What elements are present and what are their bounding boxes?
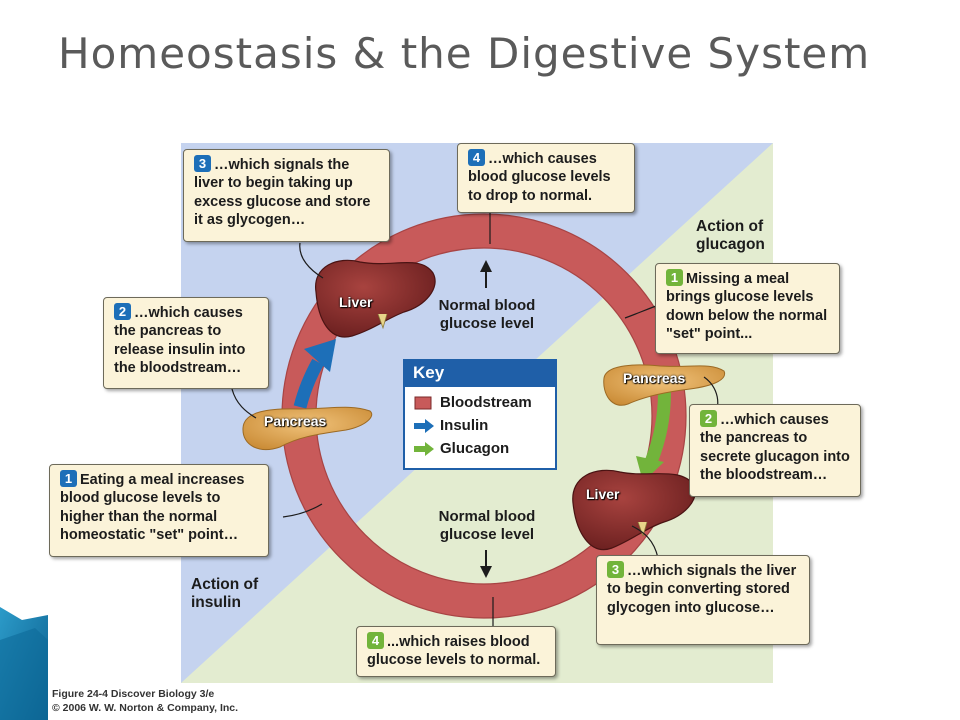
key-label: Insulin	[440, 417, 489, 434]
liver-top-label: Liver	[339, 294, 373, 310]
figure-caption: Figure 24-4 Discover Biology 3/e © 2006 …	[52, 688, 238, 715]
glucagon-step-2-callout: 2…which causes the pancreas to secrete g…	[689, 404, 861, 497]
step-number-badge: 2	[700, 410, 717, 427]
key-label: Bloodstream	[440, 394, 532, 411]
callout-text: ...which raises blood glucose levels to …	[367, 634, 541, 669]
liver-bottom-label: Liver	[586, 486, 620, 502]
pancreas-right-icon	[603, 364, 726, 406]
insulin-arrow	[293, 358, 324, 409]
step-number-badge: 4	[468, 149, 485, 166]
step-number-badge: 1	[60, 470, 77, 487]
insulin-step-2-callout: 2…which causes the pancreas to release i…	[103, 297, 269, 389]
glucagon-step-3-callout: 3…which signals the liver to begin conve…	[596, 555, 810, 645]
insulin-arrow-icon	[414, 419, 434, 433]
step-number-badge: 3	[607, 561, 624, 578]
slide-title: Homeostasis & the Digestive System	[58, 29, 871, 78]
callout-text: …which causes the pancreas to release in…	[114, 305, 246, 377]
callout-text: …which signals the liver to begin taking…	[194, 157, 371, 229]
callout-text: …which causes blood glucose levels to dr…	[468, 151, 611, 204]
caption-line-2: © 2006 W. W. Norton & Company, Inc.	[52, 701, 239, 714]
bloodstream-swatch-icon	[414, 396, 432, 410]
diagram-key: Key Bloodstream Insulin Glucagon	[403, 359, 557, 470]
glucose-level-top-label: Normal blood glucose level	[438, 297, 536, 332]
step-number-badge: 1	[666, 269, 683, 286]
callout-text: …which signals the liver to begin conver…	[607, 563, 797, 616]
key-item-insulin: Insulin	[405, 414, 555, 437]
insulin-step-3-callout: 3…which signals the liver to begin takin…	[183, 149, 390, 242]
key-title: Key	[405, 361, 555, 387]
insulin-step-4-callout: 4…which causes blood glucose levels to d…	[457, 143, 635, 213]
step-number-badge: 3	[194, 155, 211, 172]
action-of-insulin-label: Action of insulin	[191, 576, 259, 611]
liver-bottom-icon	[572, 469, 696, 551]
callout-text: Eating a meal increases blood glucose le…	[60, 472, 245, 544]
pancreas-left-label: Pancreas	[264, 413, 327, 429]
step-number-badge: 2	[114, 303, 131, 320]
step-number-badge: 4	[367, 632, 384, 649]
glucagon-step-4-callout: 4...which raises blood glucose levels to…	[356, 626, 556, 677]
key-item-bloodstream: Bloodstream	[405, 391, 555, 414]
key-item-glucagon: Glucagon	[405, 437, 555, 460]
glucagon-arrow-icon	[414, 442, 434, 456]
action-of-glucagon-label: Action of glucagon	[696, 218, 765, 253]
caption-line-1: Figure 24-4 Discover Biology 3/e	[52, 688, 215, 700]
pancreas-left-icon	[242, 406, 373, 451]
callout-text: …which causes the pancreas to secrete gl…	[700, 412, 850, 484]
glucose-level-bottom-label: Normal blood glucose level	[438, 508, 536, 543]
liver-top-icon	[315, 259, 436, 338]
pancreas-right-label: Pancreas	[623, 370, 686, 386]
key-label: Glucagon	[440, 440, 510, 457]
callout-text: Missing a meal brings glucose levels dow…	[666, 271, 828, 343]
